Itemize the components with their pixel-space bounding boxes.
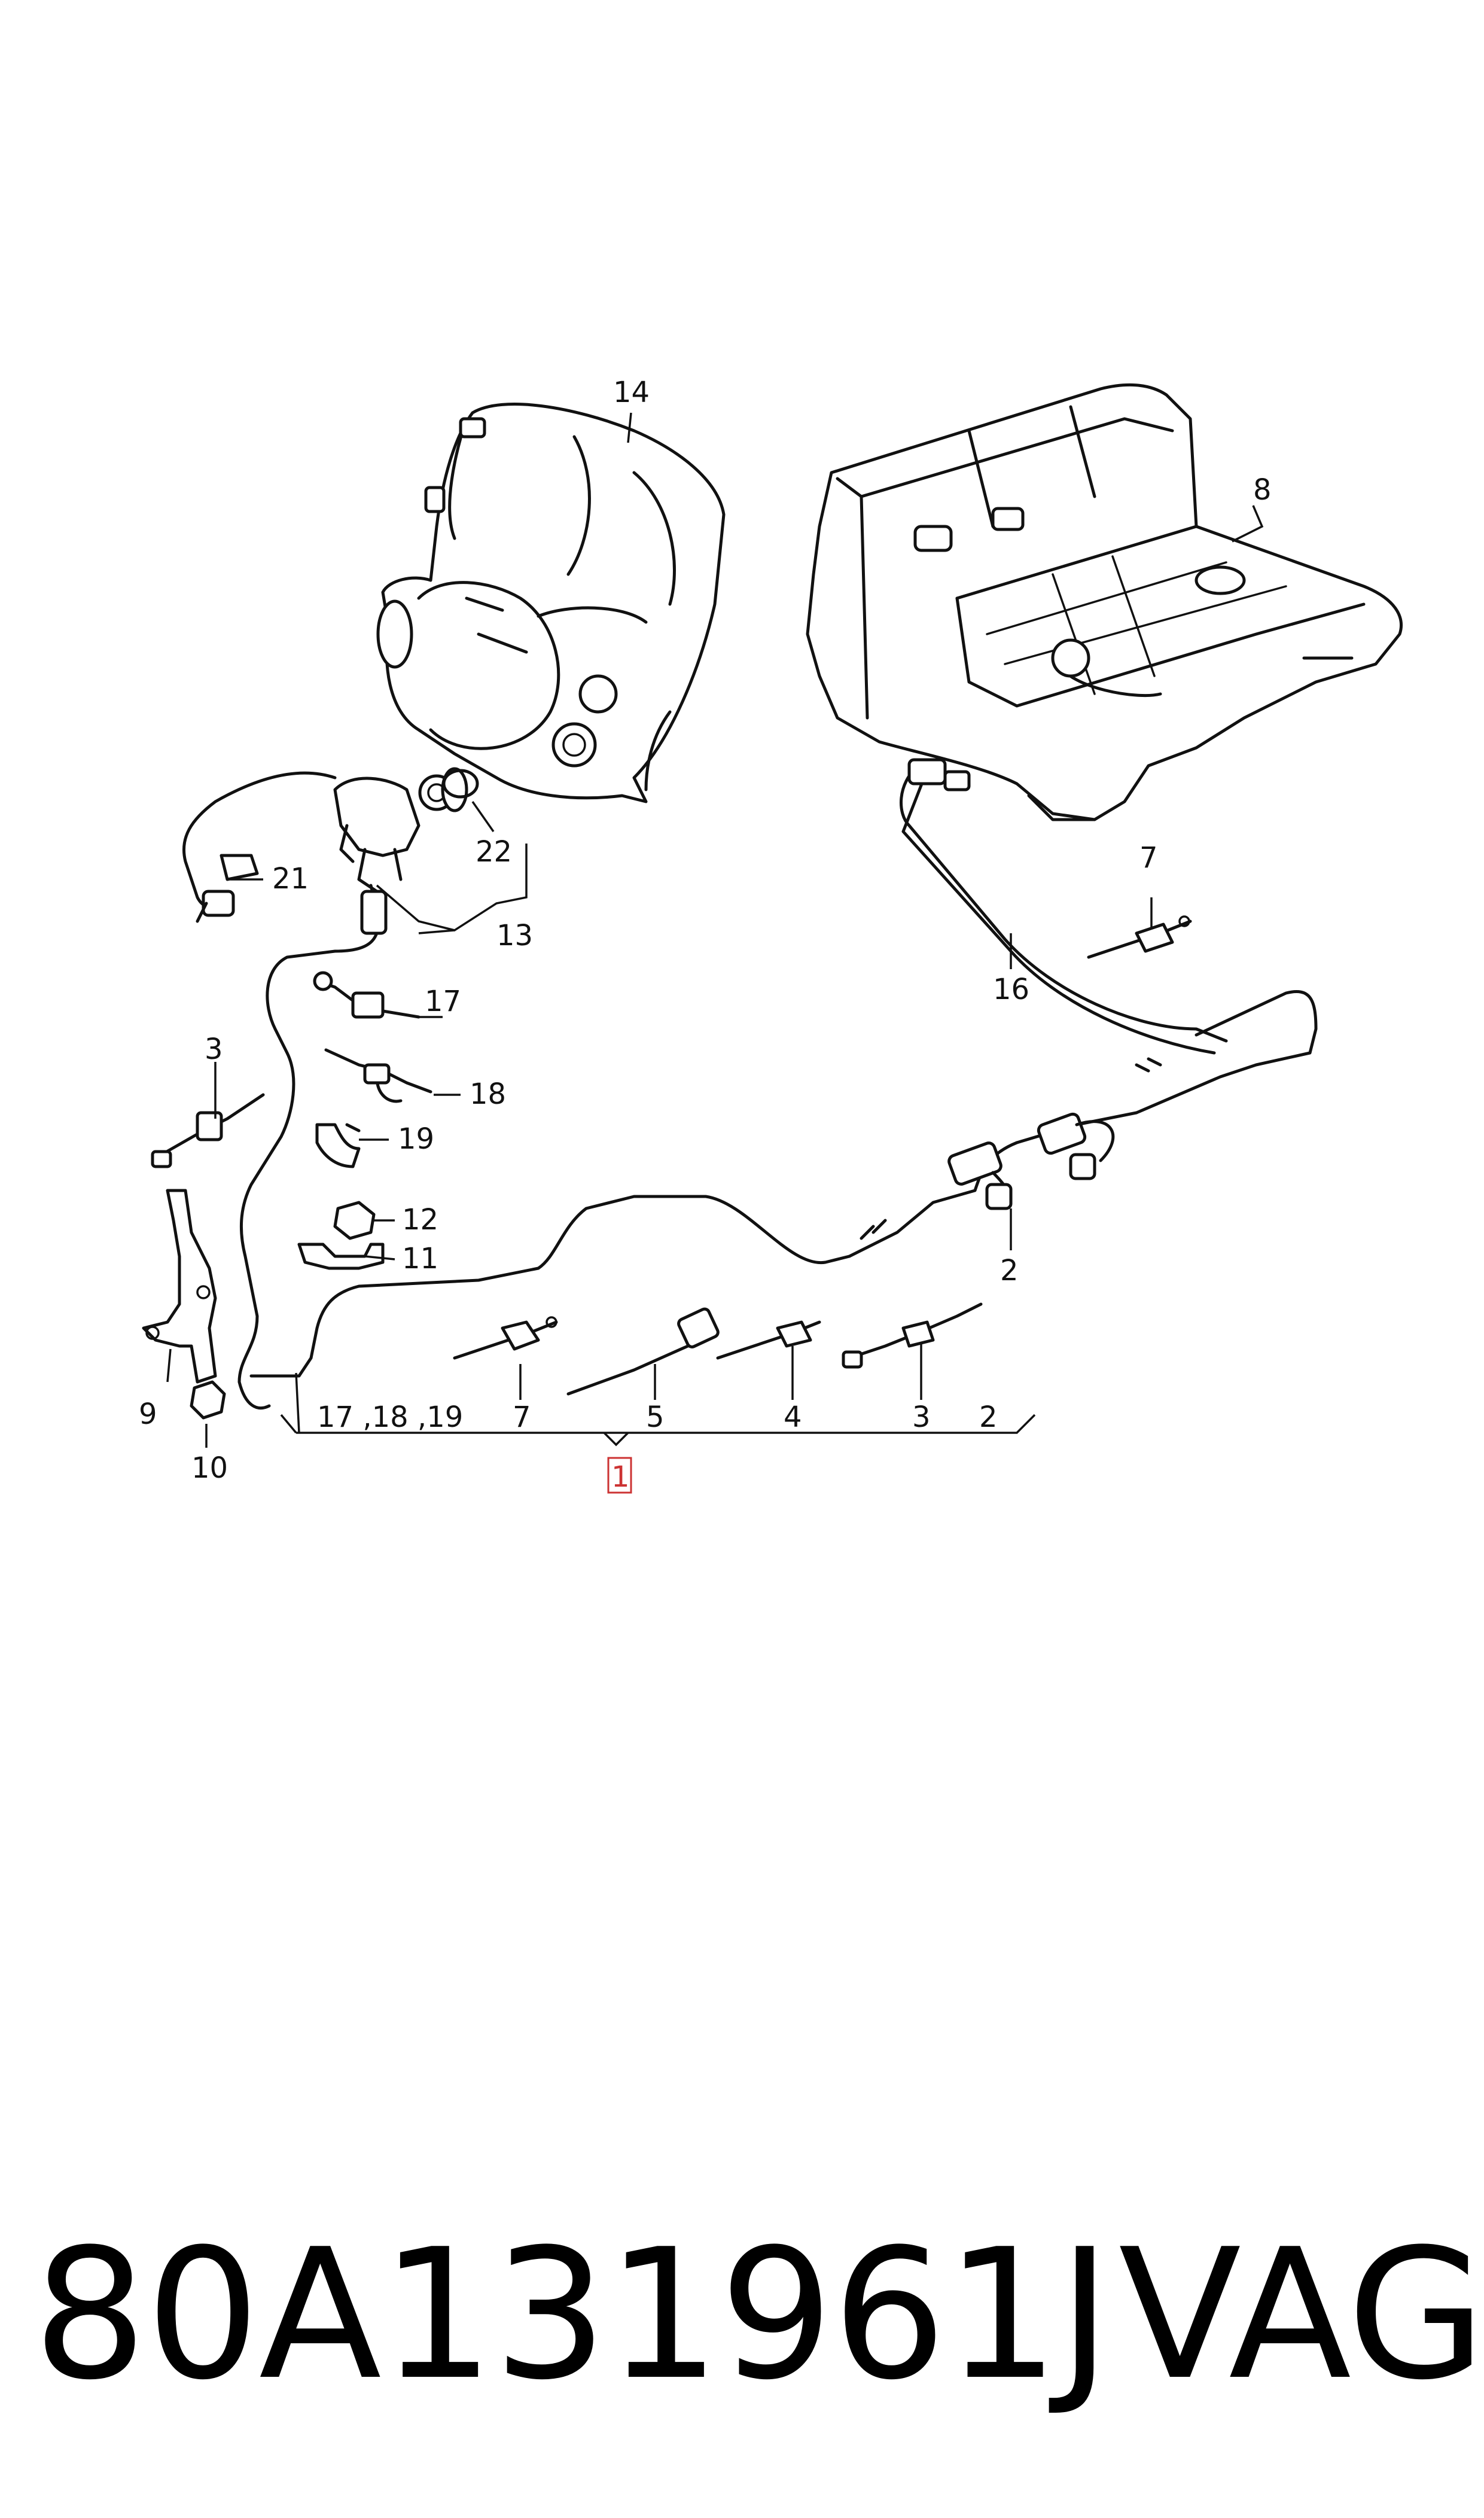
clip-part-3-bottom bbox=[842, 1302, 983, 1369]
clip-part-7-top bbox=[1087, 915, 1192, 959]
main-line bbox=[237, 884, 388, 1410]
nut-part-12 bbox=[333, 1201, 376, 1240]
sensor-part-21 bbox=[182, 771, 337, 923]
callout-17-18-19: 17 ,18 ,19 bbox=[317, 1400, 463, 1434]
highlight-box bbox=[607, 1457, 632, 1494]
callout-12: 12 bbox=[402, 1203, 438, 1237]
callout-19: 19 bbox=[398, 1122, 434, 1156]
part-number: 80A131961J bbox=[33, 2211, 1111, 2419]
clip-part-5 bbox=[566, 1307, 720, 1396]
heater-line-loop bbox=[249, 990, 1318, 1378]
callout-9: 9 bbox=[139, 1397, 157, 1431]
adblue-tank-part-8 bbox=[806, 383, 1403, 821]
clip-part-4 bbox=[716, 1320, 821, 1360]
brand-name: VAG bbox=[1119, 2211, 1484, 2419]
callout-3-bottom: 3 bbox=[912, 1400, 931, 1434]
injector-part-13 bbox=[333, 767, 468, 893]
clip-part-17 bbox=[313, 971, 420, 1019]
callout-21: 21 bbox=[272, 862, 309, 896]
clip-part-3-left bbox=[151, 1093, 265, 1168]
callout-11: 11 bbox=[402, 1242, 438, 1275]
particulate-filter-part-14 bbox=[376, 403, 726, 803]
callout-3-left: 3 bbox=[205, 1033, 223, 1066]
callout-labels: 14 8 22 21 13 7 16 17 3 18 19 12 11 2 9 … bbox=[139, 376, 1272, 1494]
clip-part-19 bbox=[315, 1123, 361, 1168]
callout-10: 10 bbox=[191, 1451, 228, 1485]
clip-part-18 bbox=[324, 1048, 432, 1103]
bracket-part-9 bbox=[142, 1189, 217, 1384]
callout-8: 8 bbox=[1253, 473, 1272, 507]
callout-2-right: 2 bbox=[1000, 1254, 1019, 1287]
callout-2-bottom: 2 bbox=[979, 1400, 998, 1434]
line-part-16 bbox=[900, 758, 1228, 1055]
callout-1: 1 bbox=[611, 1460, 630, 1494]
callout-22: 22 bbox=[476, 835, 512, 869]
callout-4: 4 bbox=[784, 1400, 802, 1434]
callout-5: 5 bbox=[646, 1400, 665, 1434]
callout-7-bottom: 7 bbox=[513, 1400, 531, 1434]
callout-13: 13 bbox=[496, 919, 533, 952]
bracket-part-11 bbox=[297, 1243, 385, 1270]
clip-part-7-bottom bbox=[453, 1316, 558, 1360]
nut-part-10 bbox=[190, 1380, 226, 1420]
seal-part-22 bbox=[442, 769, 479, 799]
callout-14: 14 bbox=[613, 376, 650, 409]
callout-16: 16 bbox=[993, 973, 1029, 1006]
callout-18: 18 bbox=[470, 1077, 506, 1111]
callout-7-top: 7 bbox=[1139, 841, 1158, 875]
callout-17: 17 bbox=[425, 985, 461, 1018]
leader-lines bbox=[166, 412, 1264, 1448]
